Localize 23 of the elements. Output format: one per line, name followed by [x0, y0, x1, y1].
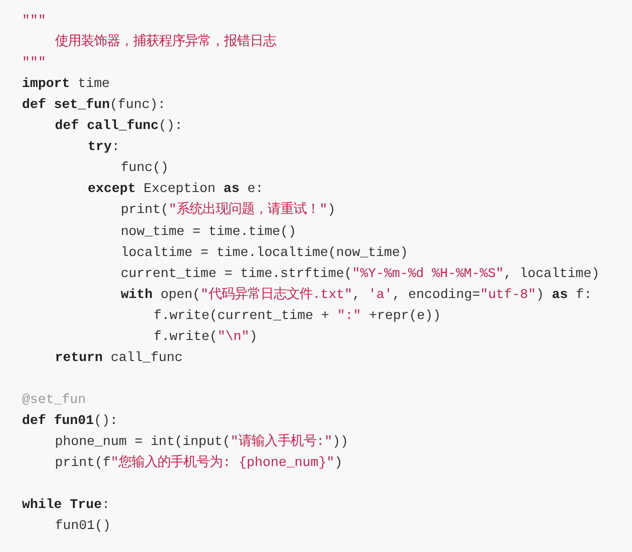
- code-line: localtime = time.localtime(now_time): [120, 244, 408, 261]
- code-line: def fun01():: [22, 412, 118, 429]
- code-line: return call_func: [54, 348, 183, 366]
- code-line: func(): [120, 159, 169, 176]
- code-line: with open("代码异常日志文件.txt", 'a', encoding="utf-8") as f:: [120, 286, 592, 303]
- code-line: f.write(current_time + ":" +repr(e)): [154, 306, 441, 324]
- docstring-line: """: [22, 54, 46, 72]
- code-line: phone_num = int(input("请输入手机号:")): [54, 433, 348, 450]
- code-line: def call_func():: [54, 117, 183, 134]
- code-line: f.write("\n"): [154, 328, 258, 345]
- decorator-line: @set_fun: [22, 390, 86, 408]
- docstring-line: """: [22, 12, 46, 29]
- code-line: try:: [88, 138, 120, 156]
- code-line: print("系统出现问题，请重试！"): [120, 201, 336, 218]
- code-line: print(f"您输入的手机号为: {phone_num}"): [54, 454, 342, 472]
- code-line: while True:: [22, 496, 110, 514]
- code-line: def set_fun(func):: [22, 96, 166, 114]
- code-line: fun01(): [54, 517, 111, 534]
- code-line: import time: [22, 75, 110, 92]
- docstring-line: 使用装饰器，捕获程序异常，报错日志: [54, 33, 276, 50]
- code-line: current_time = time.strftime("%Y-%m-%d %H-%M-%S", localtime): [120, 264, 600, 282]
- code-line: except Exception as e:: [88, 180, 264, 198]
- code-line: now_time = time.time(): [120, 222, 296, 240]
